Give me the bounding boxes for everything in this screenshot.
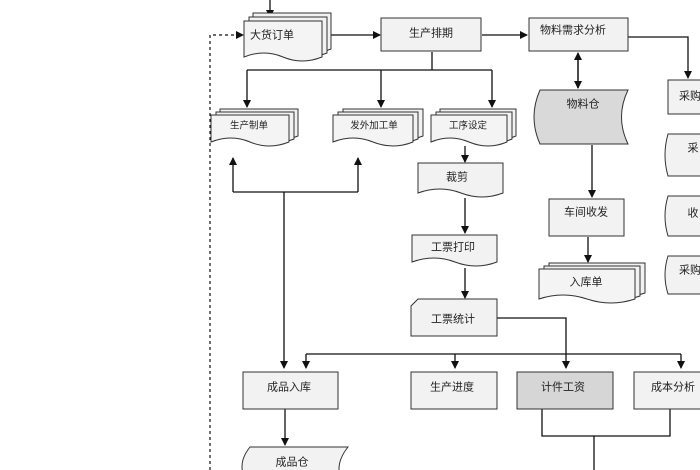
label-warehouse-receipt: 入库单	[569, 275, 603, 289]
node-right-3	[664, 195, 700, 237]
node-right-1	[667, 79, 700, 115]
edge-statistics-to-wage	[497, 317, 570, 369]
node-ticket-printing	[411, 234, 498, 267]
label-bulk-order: 大货订单	[250, 28, 294, 42]
node-finished-warehouse	[241, 446, 350, 470]
edge-material-to-right	[628, 36, 692, 79]
node-workshop-receiving	[548, 198, 625, 237]
node-process-setting	[430, 108, 517, 147]
node-piece-wage	[516, 371, 614, 410]
label-outsource-order: 发外加工单	[350, 120, 398, 132]
node-cutting	[417, 162, 504, 198]
node-material-analysis	[528, 17, 629, 52]
node-finished-inbound	[242, 371, 339, 410]
label-cost-analysis: 成本分析	[651, 380, 695, 394]
label-finished-inbound: 成品入库	[267, 380, 311, 394]
edge-bottom-links	[541, 409, 671, 437]
edge-dashed-loop	[209, 31, 244, 470]
label-production-order: 生产制单	[229, 120, 269, 132]
label-right-4: 采购	[679, 263, 700, 277]
label-material-warehouse: 物料仓	[566, 97, 600, 111]
node-bulk-order	[243, 12, 332, 62]
node-production-order	[210, 108, 299, 147]
node-cost-analysis	[633, 371, 700, 410]
node-right-4	[664, 255, 700, 295]
node-production-progress	[410, 371, 498, 410]
node-outsource-order	[332, 108, 424, 147]
label-right-1: 采购	[679, 89, 700, 103]
label-ticket-statistics: 工票统计	[431, 312, 475, 326]
node-ticket-statistics	[410, 298, 498, 337]
label-workshop-receiving: 车间收发	[564, 205, 608, 219]
label-material-analysis: 物料需求分析	[540, 23, 606, 37]
label-cutting: 裁剪	[446, 170, 468, 184]
label-right-3: 收	[687, 206, 699, 220]
node-production-scheduling	[380, 17, 482, 52]
label-process-setting: 工序设定	[448, 120, 488, 132]
label-piece-wage: 计件工资	[541, 380, 585, 394]
label-ticket-printing: 工票打印	[431, 240, 475, 254]
node-right-2	[664, 133, 700, 177]
label-production-progress: 生产进度	[430, 380, 474, 394]
label-right-2: 采	[687, 141, 699, 155]
node-warehouse-receipt	[538, 262, 646, 304]
node-material-warehouse	[533, 89, 629, 145]
label-production-scheduling: 生产排期	[409, 26, 453, 40]
label-finished-warehouse: 成品仓	[275, 455, 309, 469]
